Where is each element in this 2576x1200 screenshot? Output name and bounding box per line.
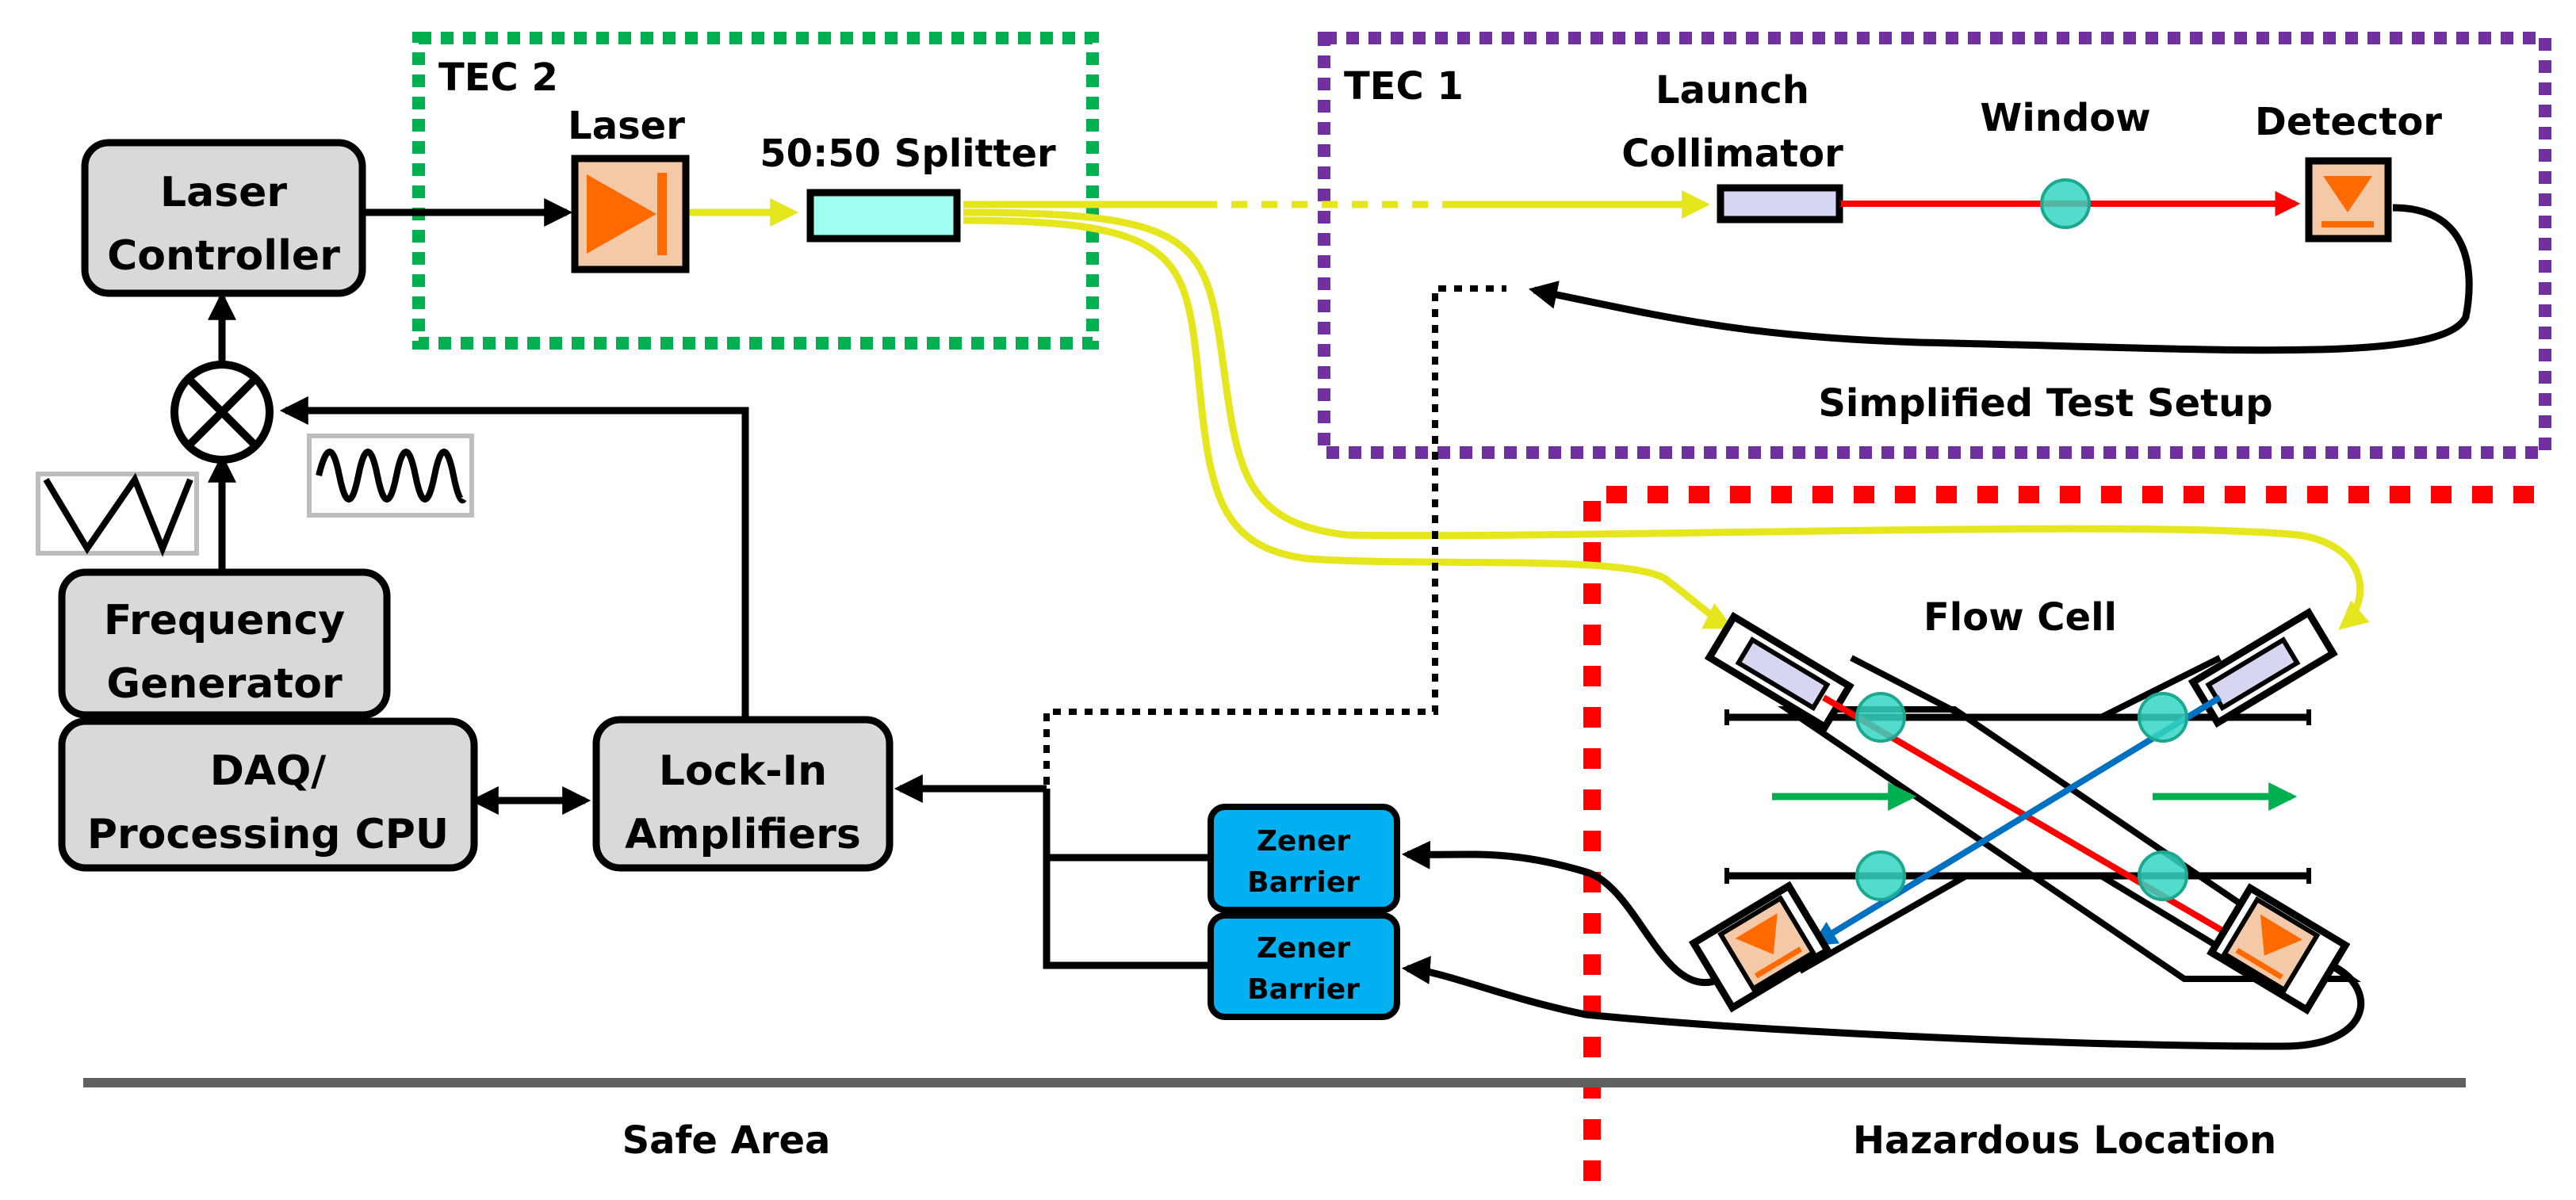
wire-lockin-to-mixer — [279, 396, 749, 717]
signal-lines — [208, 198, 2473, 1050]
wire-detector-test-loop — [1528, 204, 2473, 354]
svg-text:Frequency: Frequency — [104, 597, 345, 644]
laser-controller-box: Laser Controller — [81, 139, 366, 297]
svg-text:Zener: Zener — [1257, 825, 1351, 858]
svg-text:Lock-In: Lock-In — [659, 747, 827, 795]
detector-icon — [2305, 157, 2392, 243]
wire-right-detector-to-zener2 — [1401, 955, 2365, 1050]
detector-label: Detector — [2255, 100, 2442, 144]
flow-window-2 — [2138, 692, 2188, 743]
hazardous-location-label: Hazardous Location — [1853, 1118, 2276, 1163]
frequency-generator-box: Frequency Generator — [58, 568, 391, 719]
svg-text:Generator: Generator — [106, 660, 343, 708]
daq-cpu-box: DAQ/ Processing CPU — [58, 717, 478, 872]
wire-zener-to-lockin — [900, 789, 1211, 969]
wire-test-setup-dotted — [1043, 285, 1506, 785]
laser-diode-icon — [571, 155, 690, 273]
flow-cell-left-collimator — [1704, 611, 1854, 732]
launch-collimator-label-2: Collimator — [1621, 132, 1843, 176]
test-window — [2040, 178, 2091, 229]
svg-text:Processing CPU: Processing CPU — [87, 811, 449, 858]
tec2-label: TEC 2 — [438, 55, 558, 100]
flow-cell-left-detector-icon — [1688, 881, 1833, 1013]
mixer-icon — [170, 361, 274, 464]
tec1-enclosure — [1318, 32, 2551, 459]
fiber-to-right-collimator — [963, 208, 2370, 630]
flow-cell-right-collimator — [2187, 607, 2338, 728]
svg-text:Zener: Zener — [1257, 932, 1351, 965]
triangle-wave-icon — [36, 472, 199, 557]
flow-window-1 — [1855, 692, 1906, 743]
flow-window-3 — [1855, 850, 1906, 901]
flow-cell-right-detector-icon — [2207, 883, 2351, 1015]
laser-label: Laser — [568, 104, 685, 148]
svg-text:Controller: Controller — [107, 232, 340, 280]
fiber-lines — [688, 190, 2370, 630]
svg-text:Barrier: Barrier — [1247, 866, 1360, 899]
wire-left-detector-to-zener1 — [1401, 840, 1731, 986]
splitter-label: 50:50 Splitter — [760, 132, 1056, 176]
window-label: Window — [1980, 96, 2150, 140]
svg-text:Amplifiers: Amplifiers — [625, 811, 861, 858]
launch-collimator-label-1: Launch — [1655, 68, 1809, 113]
safe-area-label: Safe Area — [622, 1118, 831, 1163]
flow-cell-label: Flow Cell — [1923, 595, 2117, 640]
launch-collimator — [1717, 184, 1843, 224]
hazard-boundary — [1583, 486, 2549, 1181]
zener-barrier-2: Zener Barrier — [1208, 912, 1400, 1020]
tec1-label: TEC 1 — [1344, 64, 1464, 109]
simplified-test-setup-label: Simplified Test Setup — [1818, 381, 2272, 426]
svg-text:Barrier: Barrier — [1247, 973, 1360, 1006]
splitter — [806, 189, 961, 243]
tec2-enclosure — [412, 32, 1099, 350]
flow-window-4 — [2138, 850, 2188, 901]
svg-text:DAQ/: DAQ/ — [210, 747, 327, 795]
flow-cell — [1688, 607, 2361, 1015]
lockin-amplifiers-box: Lock-In Amplifiers — [592, 716, 894, 872]
sine-wave-icon — [307, 434, 474, 518]
svg-text:Laser: Laser — [160, 169, 287, 216]
fiber-to-left-collimator — [963, 216, 1734, 630]
zener-barrier-1: Zener Barrier — [1208, 804, 1400, 913]
